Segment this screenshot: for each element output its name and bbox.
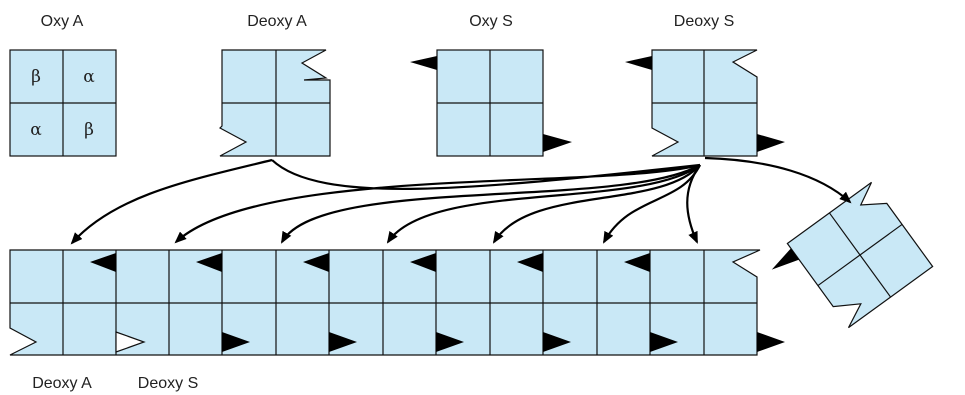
sickle-notch-icon xyxy=(222,332,250,352)
sickle-notch-icon xyxy=(303,253,329,272)
sickle-notch-icon xyxy=(543,134,572,152)
subunit-beta-label: β xyxy=(31,67,41,87)
arrow xyxy=(704,156,852,204)
sickle-notch-icon xyxy=(517,253,543,272)
sickle-notch-icon xyxy=(410,253,436,272)
label-deoxy-s: Deoxy S xyxy=(674,13,734,30)
sickle-notch-icon xyxy=(650,332,678,352)
oxy-a-tetramer: β α α β xyxy=(9,49,117,157)
sickle-notch-icon xyxy=(624,253,650,272)
subunit-alpha-label: α xyxy=(83,67,95,87)
label-deoxy-a: Deoxy A xyxy=(247,13,307,30)
arrow xyxy=(174,159,701,244)
sickle-notch-icon xyxy=(196,253,222,272)
polymerization-arrows xyxy=(70,156,852,245)
deoxy-s-tetramer xyxy=(625,49,785,157)
label-oxy-s: Oxy S xyxy=(469,13,513,30)
label-polymer-deoxy-a: Deoxy A xyxy=(32,375,92,392)
arrow xyxy=(686,164,701,244)
empty-notch-icon xyxy=(115,331,146,353)
sickle-notch-icon xyxy=(771,248,800,270)
label-polymer-deoxy-s: Deoxy S xyxy=(138,375,198,392)
sickle-notch-icon xyxy=(757,332,785,352)
polymer-fiber xyxy=(9,249,785,356)
sickle-notch-icon xyxy=(543,332,571,352)
sickle-notch-icon xyxy=(329,332,357,352)
rotated-deoxy-s-tetramer xyxy=(771,181,934,329)
subunit-beta-label: β xyxy=(84,120,94,140)
arrow xyxy=(492,164,701,244)
arrow xyxy=(281,164,701,244)
sickle-notch-icon xyxy=(757,134,785,152)
label-oxy-a: Oxy A xyxy=(41,13,84,30)
arrow xyxy=(70,158,273,245)
sickle-notch-icon xyxy=(90,253,116,272)
sickle-notch-icon xyxy=(410,56,437,70)
sickle-notch-icon xyxy=(436,332,464,352)
deoxy-a-tetramer xyxy=(219,49,331,157)
subunit-alpha-label: α xyxy=(30,120,42,140)
arrow xyxy=(386,164,701,244)
sickle-notch-icon xyxy=(625,56,652,70)
oxy-s-tetramer xyxy=(410,49,572,157)
